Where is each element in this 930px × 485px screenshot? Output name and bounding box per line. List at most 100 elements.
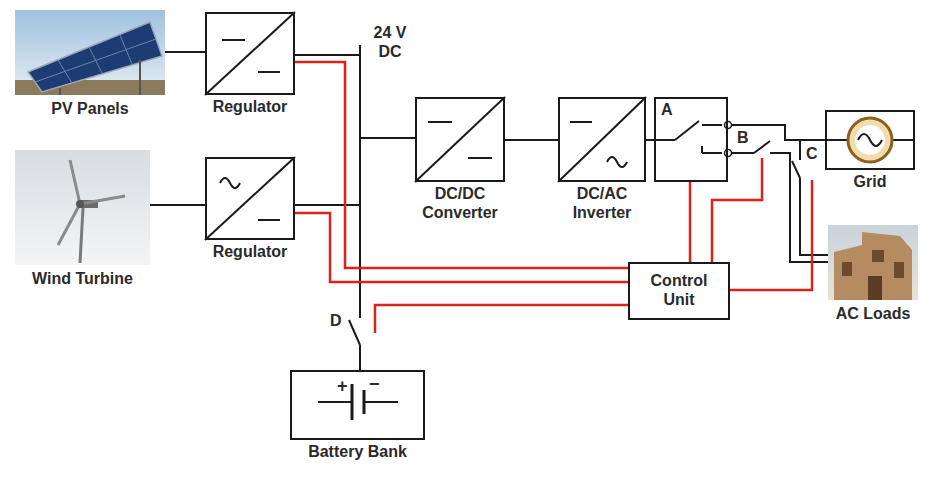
ac-loads: AC Loads: [828, 225, 918, 300]
pv-panel: PV Panels: [15, 10, 165, 95]
polarity-sign: −: [369, 374, 380, 395]
bus-stub: [359, 45, 361, 56]
selector-switch-symbol: [675, 121, 699, 140]
wind-turbine: Wind Turbine: [15, 150, 150, 265]
wind-turbine-photo: [76, 200, 84, 208]
control-line: [730, 180, 812, 290]
pv-panel-photo: [139, 60, 141, 95]
pv-panel-photo: [35, 39, 156, 82]
bus-stub: [360, 45, 361, 56]
terminal-dot: [725, 150, 732, 157]
switch-d: [349, 320, 360, 345]
node-label: Regulator: [213, 98, 288, 117]
grid-source-symbol: [855, 125, 885, 155]
regulator-symbol: [258, 71, 280, 73]
node-label: Battery Bank: [308, 443, 407, 462]
ac-loads-photo: [834, 232, 912, 300]
ac-loads-photo: [872, 250, 884, 262]
regulator-symbol: [205, 157, 295, 240]
inverter-box: DC/AC Inverter: [558, 97, 646, 182]
regulator-symbol: [220, 178, 240, 188]
node-label: DC/AC Inverter: [573, 185, 632, 223]
control-line: [375, 158, 812, 333]
node-label: Control Unit: [651, 272, 708, 310]
node-label: AC Loads: [836, 305, 911, 324]
switch-d: [349, 318, 364, 345]
grid-source-symbol: [858, 134, 882, 146]
regulator-symbol: [222, 39, 245, 41]
power-wire: [165, 51, 205, 53]
wind-turbine-photo: [70, 160, 80, 204]
control-box: Control Unit: [628, 262, 730, 320]
inverter-symbol: [558, 97, 646, 182]
pv-panel-photo: [15, 10, 165, 95]
regulator-box: Regulator: [205, 157, 295, 240]
grid-source-symbol: [848, 118, 892, 162]
polarity-sign: +: [337, 376, 348, 397]
grid-source-symbol: [892, 139, 915, 141]
regulator-symbol: [205, 12, 295, 95]
control-line: [295, 62, 628, 268]
power-wire: [295, 55, 415, 138]
ac-loads-photo: [868, 276, 882, 300]
switch-c: [792, 161, 800, 178]
inverter-symbol: [570, 121, 592, 123]
battery-symbol: [318, 401, 352, 403]
switch-label: D: [330, 312, 342, 331]
converter-box: DC/DC Converter: [415, 97, 505, 182]
node-label: Grid: [854, 173, 887, 192]
power-wire: [505, 139, 558, 141]
selector-switch-symbol: [702, 152, 722, 154]
terminal-dot: [725, 122, 732, 129]
wind-turbine-photo: [80, 208, 83, 263]
control-line: [712, 158, 762, 262]
selector-switch-symbol: [701, 146, 703, 153]
battery-box: Battery Bank: [290, 370, 425, 440]
node-label: A: [661, 101, 721, 120]
dc-dc-symbol: [415, 97, 505, 182]
switch-label: C: [806, 145, 818, 164]
power-wire: [800, 140, 828, 255]
control-line: [375, 305, 628, 333]
grid-source-symbol: [825, 118, 915, 162]
grid-source-symbol: [825, 139, 848, 141]
node-label: PV Panels: [51, 100, 128, 119]
wind-turbine-photo: [58, 204, 80, 245]
switch-b: [754, 141, 770, 156]
battery-symbol: [351, 384, 354, 420]
power-wire: [360, 138, 415, 370]
ac-loads-photo: [894, 262, 904, 278]
terminal-dot: [725, 122, 732, 157]
inverter-symbol: [558, 97, 646, 182]
selector-switch-symbol: [654, 139, 675, 141]
switch-c: [792, 160, 803, 178]
dc-dc-symbol: [415, 97, 505, 182]
wind-turbine-photo: [80, 196, 125, 204]
power-wire: [150, 204, 205, 206]
wind-turbine-photo: [15, 150, 150, 265]
ac-loads-photo: [828, 225, 918, 300]
power-wire: [646, 139, 654, 141]
switch-b: [754, 141, 770, 153]
inverter-symbol: [607, 157, 627, 167]
dc-dc-symbol: [428, 121, 452, 123]
regulator-box: Regulator: [205, 12, 295, 95]
regulator-symbol: [258, 219, 280, 221]
power-wire: [295, 138, 415, 205]
regulator-symbol: [205, 157, 295, 240]
regulator-symbol: [205, 12, 295, 95]
voltage-label: 24 V DC: [366, 24, 414, 62]
control-line: [295, 213, 628, 282]
wind-turbine-photo: [15, 150, 150, 265]
switch-label: B: [737, 129, 749, 148]
dc-dc-symbol: [468, 157, 492, 159]
pv-panel-photo: [28, 22, 162, 92]
node-label: Wind Turbine: [32, 270, 133, 289]
switch-box: A: [654, 97, 728, 182]
node-label: DC/DC Converter: [422, 185, 498, 223]
battery-symbol: [318, 384, 398, 420]
